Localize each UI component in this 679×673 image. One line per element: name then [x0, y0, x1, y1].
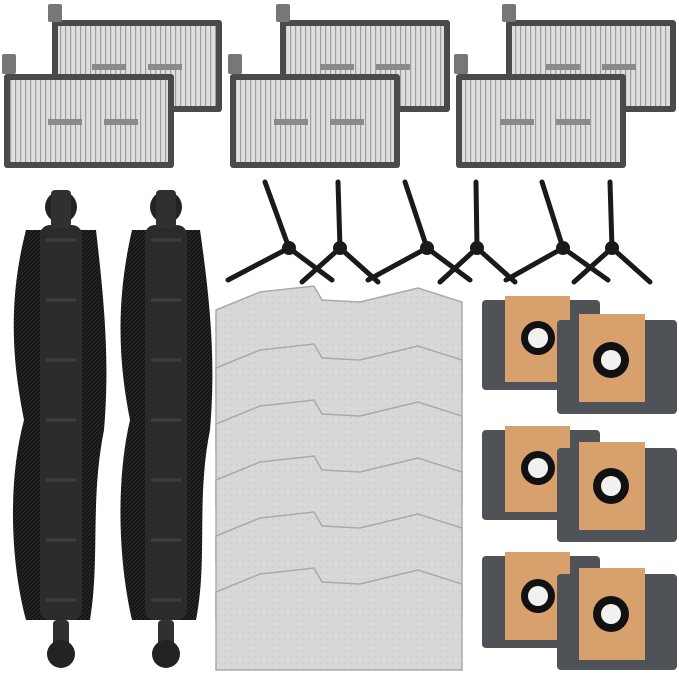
roller-brush-right — [120, 190, 213, 668]
filter-4 — [228, 54, 400, 168]
dust-bag-2 — [557, 314, 677, 414]
filter-6 — [454, 54, 626, 168]
side-brush-3 — [365, 179, 473, 283]
roller-brush-group — [12, 190, 213, 668]
dust-bag-6 — [557, 568, 677, 670]
mop-pad-6 — [215, 567, 463, 671]
roller-brush-left — [12, 190, 107, 668]
mop-pad-group — [215, 285, 463, 671]
filter-2 — [2, 54, 174, 168]
side-brush-6 — [571, 179, 653, 285]
side-brush-1 — [225, 179, 335, 283]
dust-bag-group — [482, 296, 677, 670]
side-brush-5 — [503, 179, 611, 283]
side-brush-group — [225, 179, 653, 285]
dust-bag-4 — [557, 442, 677, 542]
filter-group — [2, 4, 676, 168]
